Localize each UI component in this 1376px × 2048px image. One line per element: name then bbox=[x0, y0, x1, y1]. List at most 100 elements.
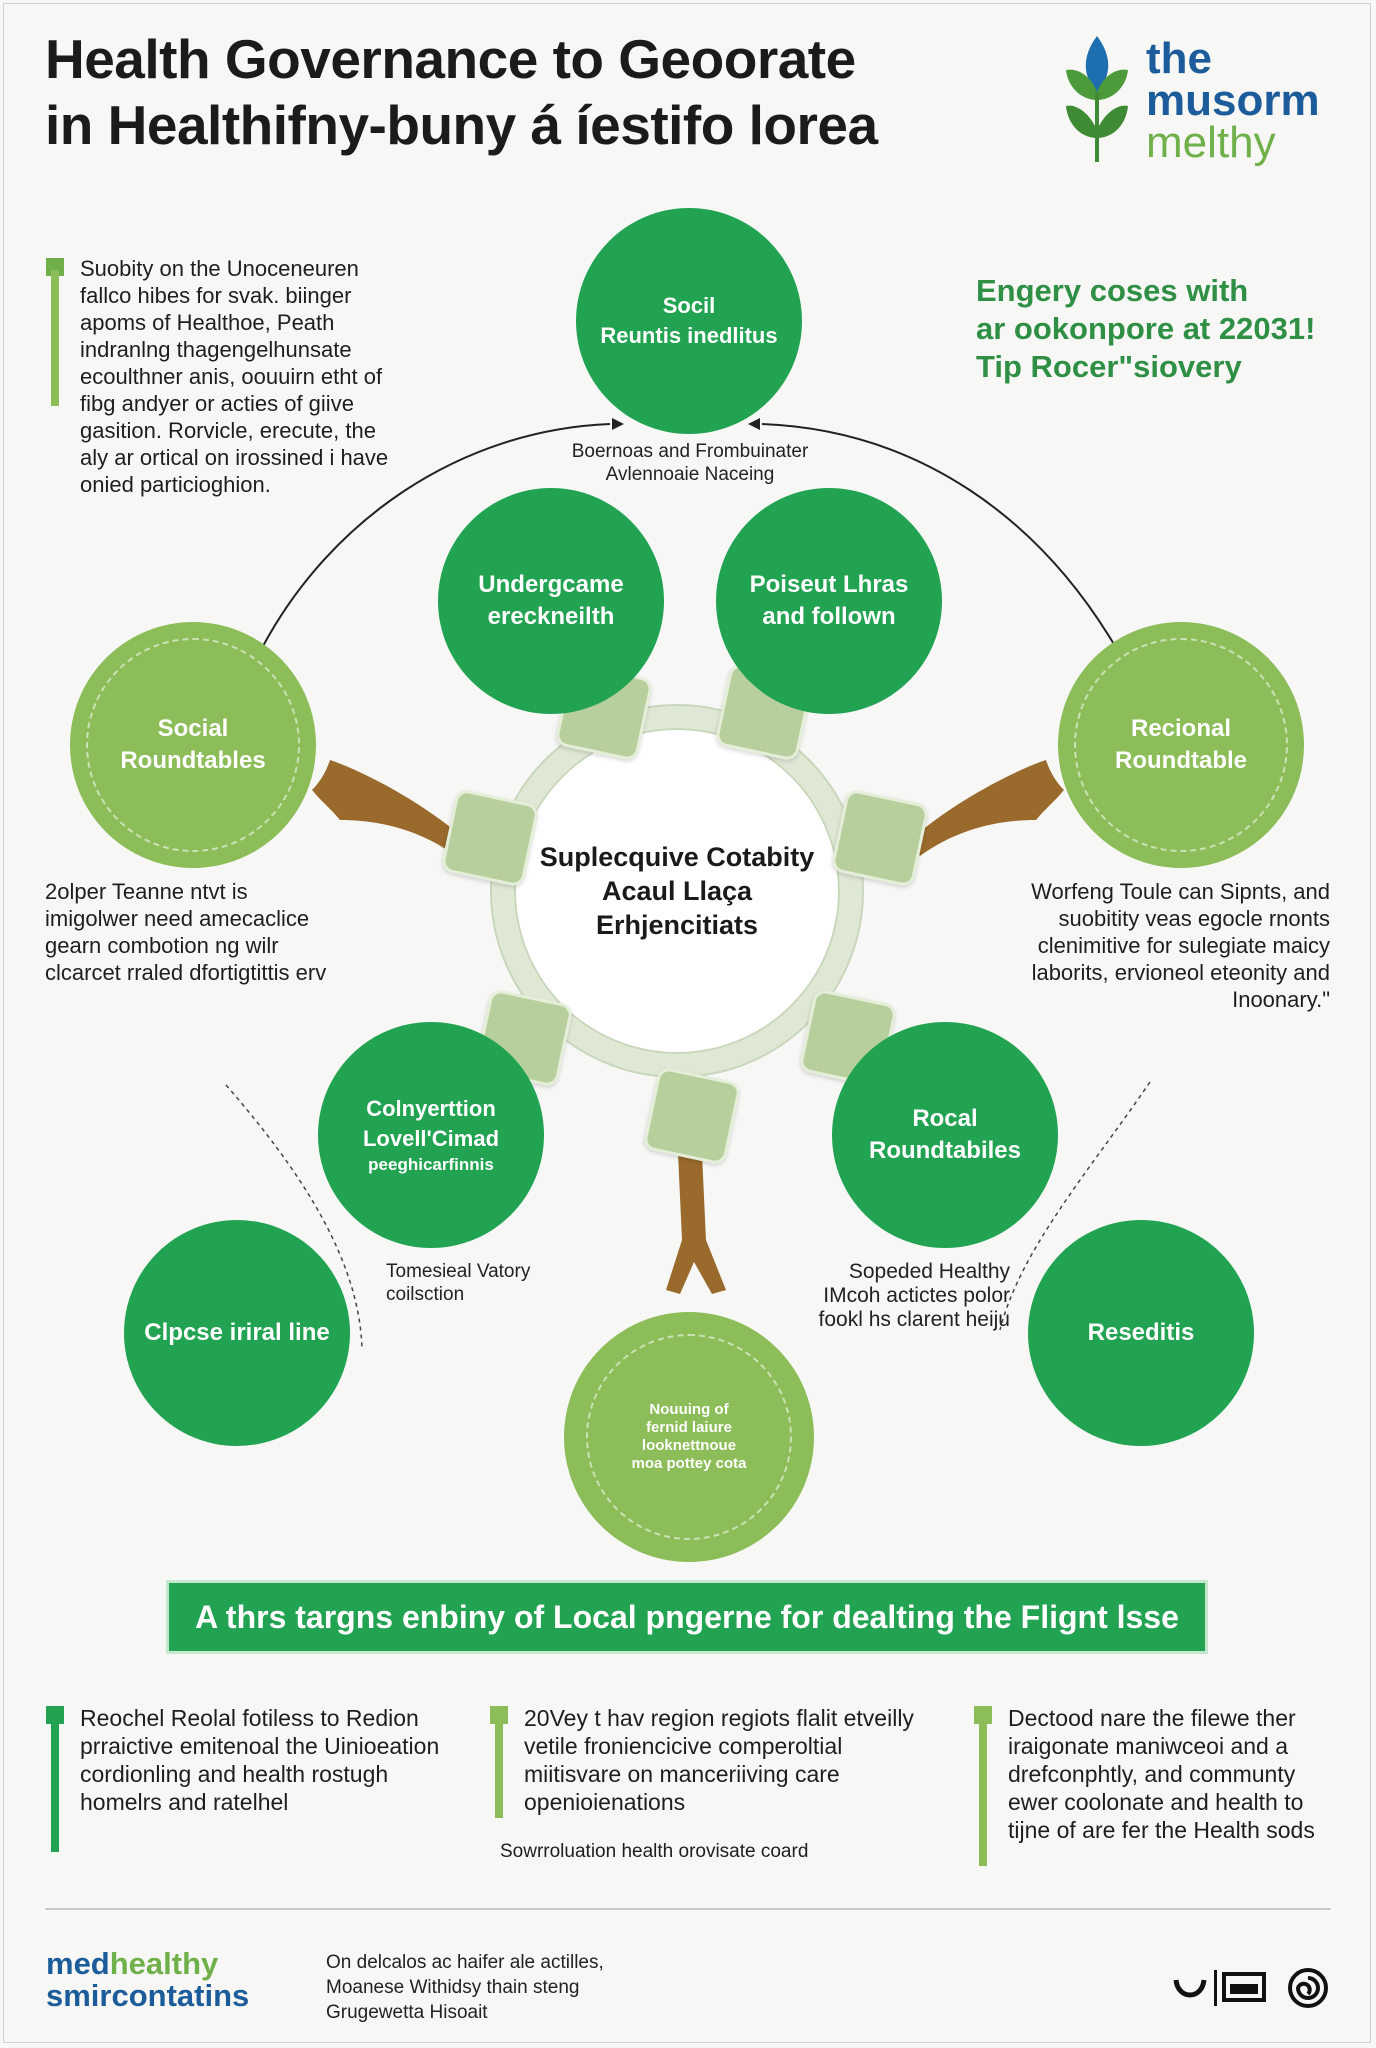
hub-node-left bbox=[440, 788, 540, 888]
circle-left-line-2: Roundtables bbox=[120, 747, 266, 774]
column-2-text: 20Vey t hav region regiots flalit etveil… bbox=[524, 1705, 914, 1815]
footer-icon-group bbox=[1173, 1968, 1328, 2008]
col1-bar-cap bbox=[46, 1706, 64, 1724]
hub-label: Suplecquive Cotabity Acaul Llaça Erhjenc… bbox=[537, 840, 817, 942]
callout-line-1: Engery coses with bbox=[976, 273, 1249, 308]
hub-line-3: Erhjencitiats bbox=[595, 910, 759, 940]
label-right-line-3: fookl hs clarent heiju bbox=[818, 1308, 1010, 1331]
dashed-curve-left bbox=[225, 1084, 363, 1351]
footer-text-line-3: Grugewetta Hisoait bbox=[326, 2002, 488, 2023]
circle-inner-right-line-1: Poiseut Lhras bbox=[749, 571, 909, 598]
col1-accent-bar bbox=[51, 1718, 59, 1852]
summary-banner: A thrs targns enbiny of Local pngerne fo… bbox=[166, 1580, 1208, 1654]
footer-text-line-2: Moanese Withidsy thain steng bbox=[326, 1977, 580, 1998]
circle-reseditis: Reseditis bbox=[1028, 1220, 1254, 1446]
hub-node-bottom bbox=[642, 1066, 742, 1166]
label-left-line-1: Tomesieal Vatory bbox=[386, 1261, 531, 1282]
circle-bottom-right-line-1: Reseditis bbox=[1087, 1319, 1195, 1346]
circle-poiseut-lhras: Poiseut Lhras and follown bbox=[716, 488, 942, 714]
logo-line-3: melthy bbox=[1146, 118, 1276, 167]
arc-label-line-1: Boernoas and Frombuinater bbox=[571, 441, 809, 462]
circle-lower-right-line-2: Roundtabiles bbox=[868, 1137, 1021, 1164]
circle-bottom-line-1: Nouuing of bbox=[649, 1401, 729, 1418]
circle-clpcse-iriral-line: Clpcse iriral line bbox=[124, 1220, 350, 1446]
arc-arrow-left bbox=[612, 418, 624, 430]
circle-lower-right-line-1: Rocal bbox=[912, 1105, 978, 1132]
col3-accent-bar bbox=[979, 1718, 987, 1866]
col3-bar-cap bbox=[974, 1706, 992, 1724]
label-tomesieal-vatory: Tomesieal Vatory coilsction bbox=[386, 1260, 586, 1306]
hub-line-2: Acaul Llaça bbox=[601, 876, 753, 906]
dashed-curve-right bbox=[999, 1081, 1151, 1331]
circle-right-line-2: Roundtable bbox=[1115, 747, 1247, 774]
leaf-logo-icon bbox=[1066, 36, 1128, 162]
separator-icon bbox=[1214, 1970, 1217, 2006]
arc-label: Boernoas and Frombuinater Avlennoaie Nac… bbox=[560, 440, 820, 486]
circle-ring bbox=[586, 1334, 792, 1540]
circle-left-line-1: Social bbox=[157, 715, 229, 742]
footer-text: On delcalos ac haifer ale actilles, Moan… bbox=[326, 1950, 726, 2025]
logo-line-1: the bbox=[1146, 34, 1212, 83]
circle-undergame: Undergcame ereckneilth bbox=[438, 488, 664, 714]
circle-lower-left-line-1: Colnyerttion bbox=[366, 1096, 496, 1121]
arc-label-line-2: Avlennoaie Naceing bbox=[605, 464, 775, 485]
left-side-text: 2olper Teanne ntvt is imigolwer need ame… bbox=[45, 879, 327, 985]
circle-top-line-1: Socil bbox=[662, 293, 716, 318]
accent-bar bbox=[51, 270, 59, 406]
circle-nouuing: Nouuing of fernid laiure looknettnoue mo… bbox=[564, 1312, 814, 1562]
callout-line-3: Tip Rocer"siovery bbox=[976, 349, 1242, 384]
connector-hand-right bbox=[910, 760, 1064, 856]
circle-lower-left-line-3: peeghicarfinnis bbox=[368, 1155, 494, 1174]
hub-line-1: Suplecquive Cotabity bbox=[539, 842, 815, 872]
circle-lower-left-line-2: Lovell'Cimad bbox=[362, 1126, 500, 1151]
col2-accent-bar bbox=[495, 1718, 503, 1818]
smile-icon bbox=[1173, 1979, 1207, 1998]
label-right-line-1: Sopeded Healthy bbox=[848, 1260, 1010, 1283]
circle-inner-left-line-1: Undergcame bbox=[478, 571, 624, 598]
circle-bottom-left-line-1: Clpcse iriral line bbox=[144, 1319, 330, 1346]
footer-logo: medhealthy smircontatins bbox=[46, 1948, 249, 2012]
accent-bar-cap bbox=[46, 258, 64, 276]
label-left-line-2: coilsction bbox=[386, 1284, 465, 1305]
circle-bottom-line-3: looknettnoue bbox=[641, 1437, 737, 1454]
callout-line-2: ar ookonpore at 22031! bbox=[976, 311, 1316, 346]
col2-bar-cap bbox=[490, 1706, 508, 1724]
column-1-text: Reochel Reolal fotiless to Redion prraic… bbox=[80, 1705, 440, 1815]
connector-hand-left bbox=[312, 760, 466, 856]
arc-arrow-right bbox=[748, 418, 760, 430]
page-frame bbox=[3, 3, 1371, 2043]
label-right-line-2: IMcoh actictes polor bbox=[823, 1284, 1010, 1307]
title-line-1: Health Governance to Geoorate bbox=[45, 28, 856, 90]
footer-logo-line-2: smircontatins bbox=[46, 1978, 250, 2013]
footer-text-line-1: On delcalos ac haifer ale actilles, bbox=[326, 1952, 604, 1973]
footer-logo-med: med bbox=[46, 1946, 110, 1981]
circle-ring bbox=[1074, 638, 1288, 852]
hub-node-right bbox=[830, 788, 930, 888]
circle-ring bbox=[86, 638, 300, 852]
circle-bottom-line-4: moa pottey cota bbox=[631, 1455, 747, 1472]
logo-line-2: musorm bbox=[1146, 76, 1320, 125]
footer-logo-healthy: healthy bbox=[109, 1946, 219, 1981]
circle-inner-right-line-2: and follown bbox=[762, 603, 896, 630]
column-2-subtext: Sowrroluation health orovisate coard bbox=[500, 1841, 809, 1862]
column-3-text: Dectood nare the filewe ther iraigonate … bbox=[1008, 1705, 1315, 1843]
right-side-text: Worfeng Toule can Sipnts, and suobitity … bbox=[1031, 879, 1330, 1012]
title-line-2: in Healthifny-buny á íestifo lorea bbox=[45, 94, 878, 156]
green-callout: Engery coses with ar ookonpore at 22031!… bbox=[976, 272, 1336, 386]
brand-logo-text: the musorm melthy bbox=[1146, 34, 1320, 167]
spiral-icon bbox=[1288, 1968, 1328, 2008]
label-sopeded-healthy: Sopeded Healthy IMcoh actictes polor foo… bbox=[790, 1260, 1010, 1332]
monitor-icon bbox=[1222, 1972, 1266, 2002]
circle-inner-left-line-2: ereckneilth bbox=[487, 603, 615, 630]
footer-divider bbox=[45, 1908, 1331, 1910]
circle-right-line-1: Recional bbox=[1130, 715, 1232, 742]
page-title: Health Governance to Geoorate in Healthi… bbox=[45, 26, 1005, 158]
intro-paragraph: Suobity on the Unoceneuren fallco hibes … bbox=[80, 256, 389, 497]
arc-left bbox=[261, 423, 611, 649]
arc-right bbox=[761, 423, 1116, 647]
